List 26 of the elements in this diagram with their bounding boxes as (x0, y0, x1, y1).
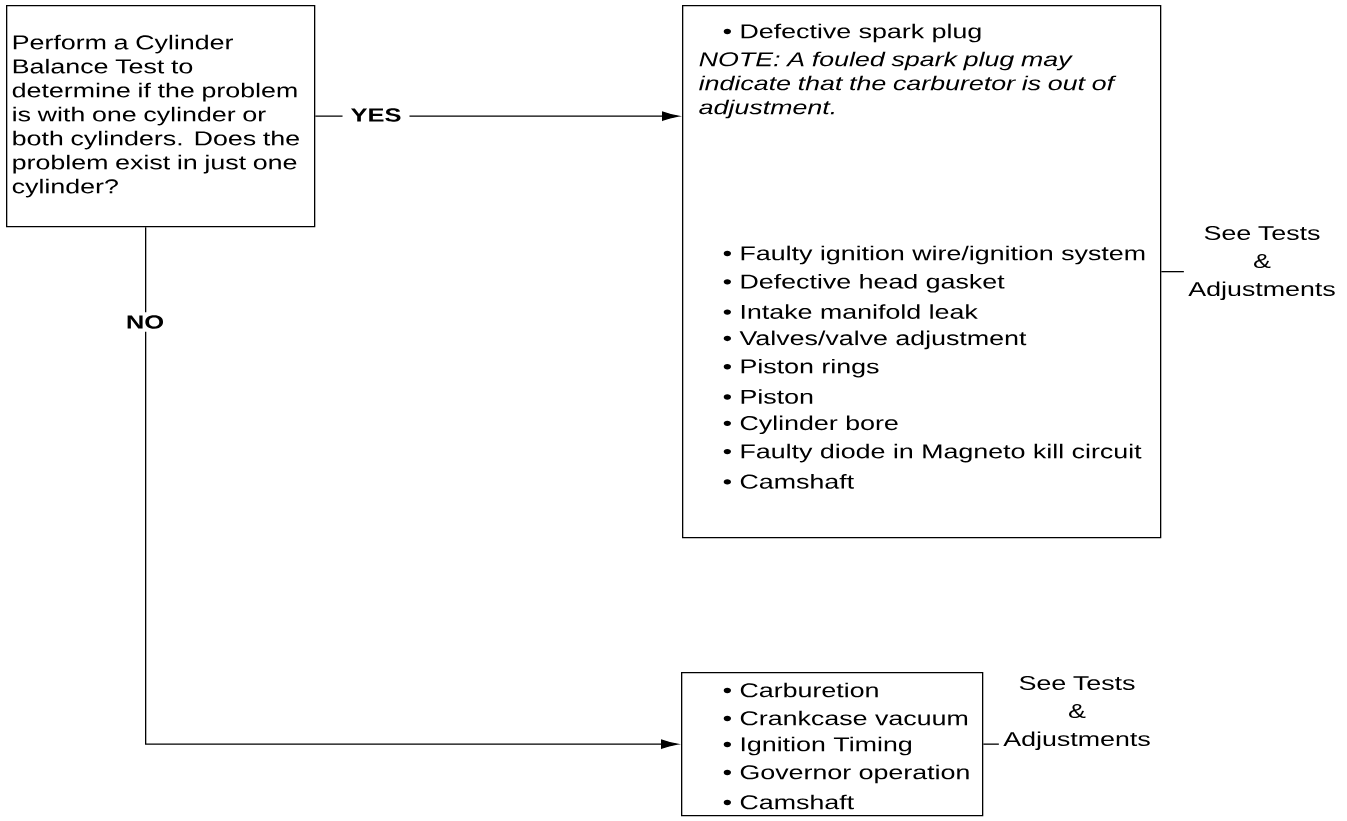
list-item: • Faulty ignition wire/ignition system (723, 245, 1145, 265)
cause-box (681, 672, 984, 817)
reference-text: See Tests & Adjustments (1188, 225, 1335, 301)
question-box: Perform a Cylinder Balance Test to determine if the problem is with one cylinder or both cylinders. Does the problem exist in just one cylinder? (6, 5, 316, 228)
connector-line (1160, 271, 1185, 273)
list-item: • Governor operation (723, 764, 969, 784)
list-item: • Cylinder bore (723, 415, 898, 435)
cause-box (682, 5, 1162, 539)
list-item: • Faulty diode in Magneto kill circuit (723, 443, 1142, 463)
list-item: • Ignition Timing (723, 736, 911, 756)
list-item: • Piston (723, 389, 813, 404)
note-text: NOTE: A fouled spark plug may indicate that the carburetor is out of adjustment. (699, 51, 1117, 119)
list-item: • Camshaft (723, 474, 854, 489)
list-item: • Valves/valve adjustment (723, 330, 1027, 350)
arrow (145, 226, 678, 749)
connector-line (982, 743, 1000, 745)
list-item: • Intake manifold leak (723, 304, 978, 319)
reference-text: See Tests & Adjustments (1003, 675, 1150, 751)
list-item: • Crankcase vacuum (723, 710, 968, 726)
list-item: • Defective spark plug (723, 23, 981, 43)
list-item: • Defective head gasket (723, 274, 1005, 293)
list-item: • Camshaft (723, 794, 854, 810)
list-item: • Carburetion (723, 682, 878, 698)
edge-label: NO (117, 312, 173, 332)
edge-label: YES (342, 105, 410, 125)
list-item: • Piston rings (723, 358, 879, 378)
